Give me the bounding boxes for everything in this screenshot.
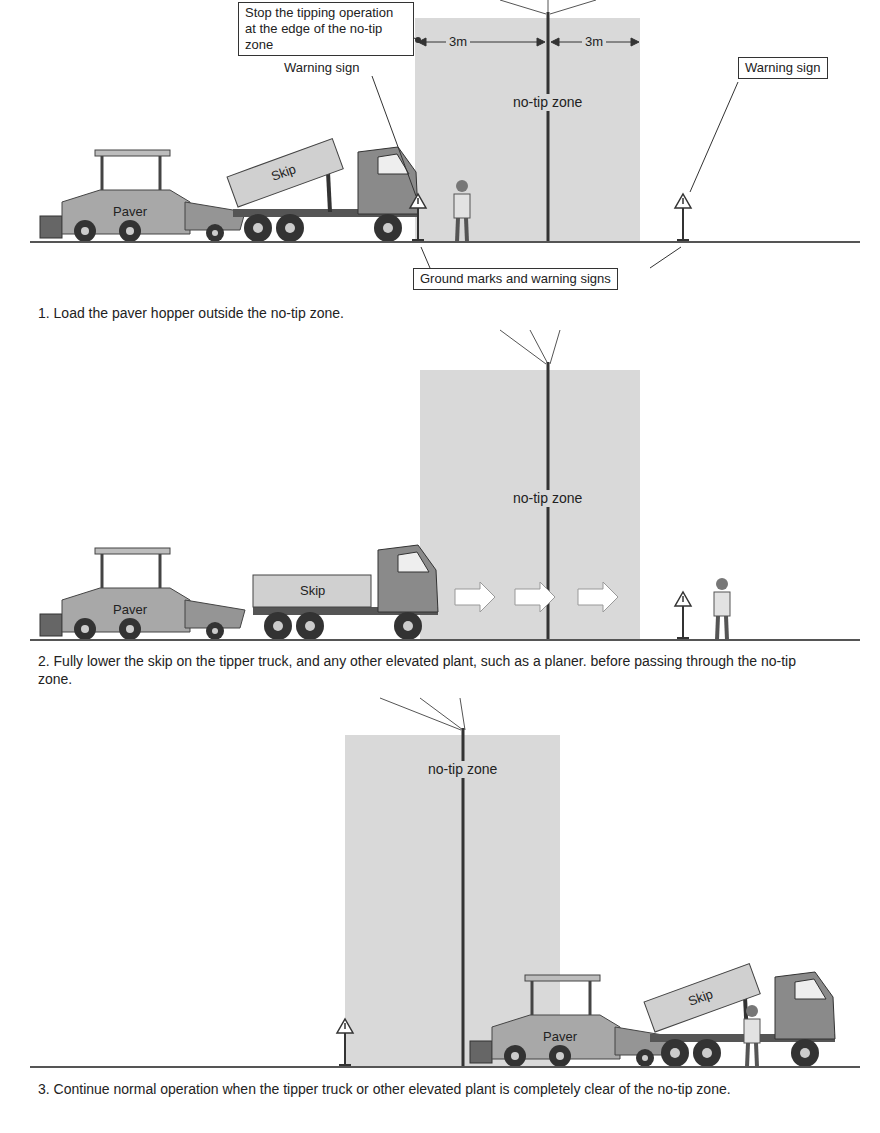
callout-text: Warning sign <box>745 60 821 76</box>
warning-sign <box>337 1019 353 1067</box>
pole <box>547 12 550 242</box>
part-label: Skip <box>269 161 298 185</box>
warning-sign-label: Warning sign <box>281 60 362 76</box>
step-caption: 1. Load the paver hopper outside the no-… <box>38 304 858 322</box>
callout-box: Stop the tipping operation at the edge o… <box>238 2 414 56</box>
ground-line <box>30 1066 860 1068</box>
step-caption: 2. Fully lower the skip on the tipper tr… <box>38 652 828 688</box>
tipper-truck <box>227 139 418 242</box>
direction-arrow <box>515 582 555 612</box>
part-label: Paver <box>113 204 147 220</box>
dimension-label: 3m <box>446 34 470 50</box>
overhead-wires <box>500 0 596 14</box>
zone-label: no-tip zone <box>425 761 500 778</box>
part-label: Skip <box>686 986 715 1010</box>
warning-sign <box>675 194 691 242</box>
callout-box: Warning sign <box>738 57 828 79</box>
part-label: Skip <box>300 583 325 599</box>
warning-sign <box>675 592 691 640</box>
direction-arrow <box>455 582 495 612</box>
pole <box>462 728 465 1067</box>
tipper-truck <box>644 964 835 1067</box>
part-label: Paver <box>543 1029 577 1045</box>
leader-line <box>650 247 681 268</box>
worker <box>454 180 470 242</box>
leader-line <box>690 82 738 192</box>
overhead-wires <box>380 698 465 730</box>
paver <box>40 150 245 242</box>
no-tip-zone: no-tip zone <box>345 735 560 1067</box>
tipper-truck <box>253 545 438 640</box>
panel-three <box>30 698 860 1067</box>
warning-sign <box>410 194 426 242</box>
ground-line <box>30 639 860 641</box>
leader-line <box>372 76 416 196</box>
leader-dot <box>415 37 421 43</box>
paver <box>40 548 245 640</box>
no-tip-zone: no-tip zone <box>415 18 640 242</box>
worker <box>714 578 730 640</box>
zone-fill <box>420 370 640 640</box>
panel-one <box>30 0 860 268</box>
zone-label: no-tip zone <box>510 490 585 507</box>
no-tip-zone: no-tip zone <box>420 370 640 640</box>
dimension-label: 3m <box>582 34 606 50</box>
zone-fill <box>415 18 640 242</box>
paver <box>470 975 675 1067</box>
panel-two <box>30 330 860 640</box>
callout-text: Stop the tipping operation at the edge o… <box>245 5 407 53</box>
worker <box>744 1005 760 1067</box>
part-label: Paver <box>113 602 147 618</box>
overhead-wires <box>500 330 560 364</box>
direction-arrow <box>578 582 618 612</box>
step-caption: 3. Continue normal operation when the ti… <box>38 1080 828 1098</box>
callout-box: Ground marks and warning signs <box>413 268 618 290</box>
leader-line <box>421 247 430 268</box>
ground-line <box>30 241 860 243</box>
callout-text: Ground marks and warning signs <box>420 271 611 287</box>
zone-label: no-tip zone <box>510 94 585 111</box>
